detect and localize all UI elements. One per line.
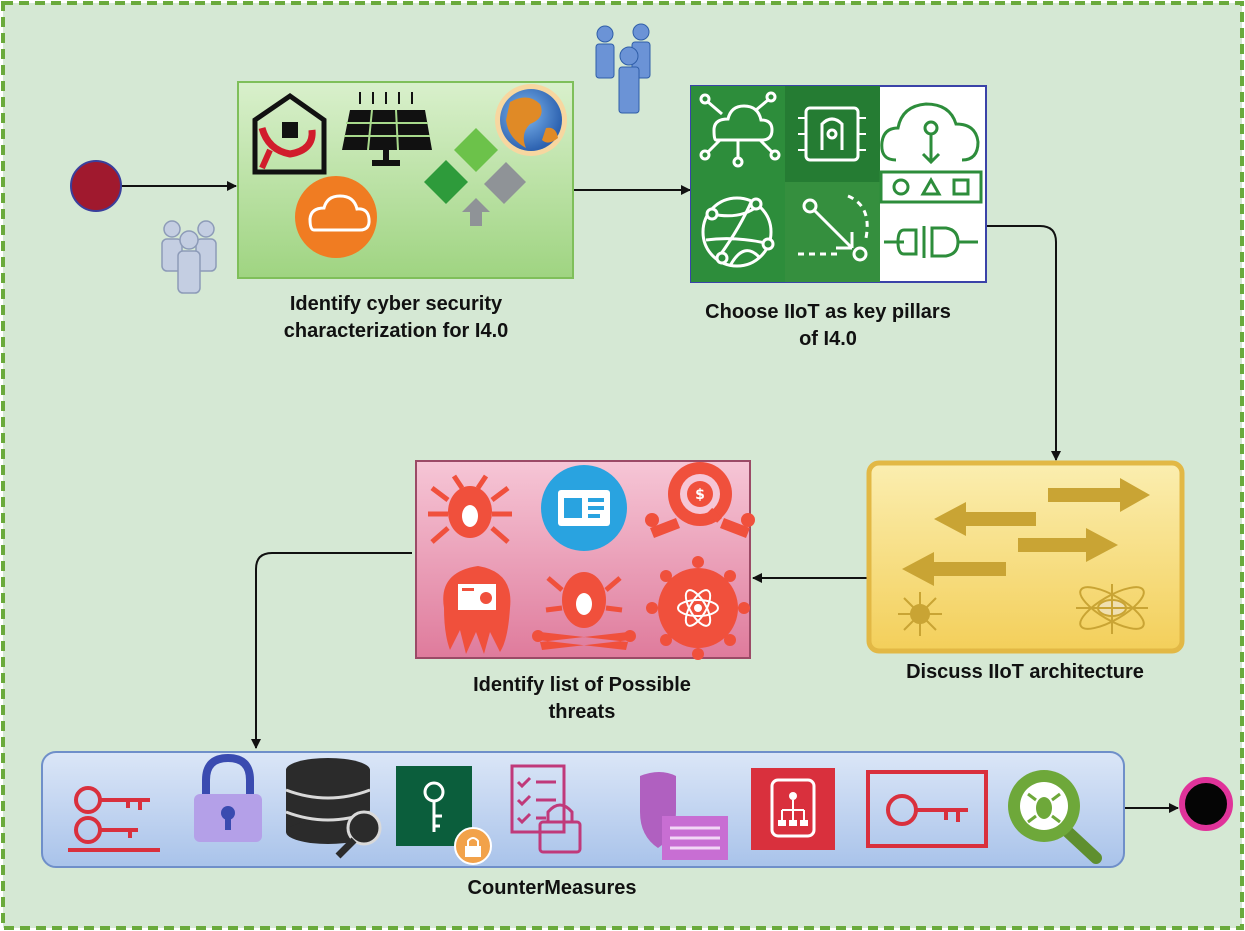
key-vault-icon (396, 766, 492, 865)
cloud-icon (295, 176, 377, 258)
architecture-label-text: Discuss IIoT architecture (906, 661, 1144, 683)
hsm-icon (751, 768, 835, 850)
shield-icon (640, 772, 728, 860)
atom-icon (1076, 584, 1148, 634)
smart-home-icon (252, 92, 327, 175)
plug-icon (884, 226, 978, 258)
sphere-network-icon (701, 196, 775, 268)
id-card-icon (541, 465, 627, 551)
characterize-label-line1: Identify cyber security (289, 293, 503, 315)
countermeasures-label-text: CounterMeasures (467, 877, 637, 899)
characterize-label-line2: characterization for I4.0 (283, 320, 509, 342)
business-users-icon (595, 23, 651, 114)
bug-scan-icon (1008, 770, 1102, 864)
threats-label: Identify list of Possible threats (422, 672, 742, 726)
arrow-left-icon (934, 502, 1036, 536)
arrow-left-icon-2 (902, 552, 1006, 586)
bug-crossbones-icon (532, 572, 636, 650)
pillars-box (690, 85, 987, 283)
gateway-icon (424, 128, 526, 226)
path-icon (798, 194, 869, 262)
globe-icon (495, 84, 567, 156)
threats-box: $ (415, 460, 755, 660)
virus-atom-icon (646, 556, 750, 660)
cloud-download-icon (880, 102, 980, 165)
cloud-network-icon (699, 91, 781, 168)
threats-label-line1: Identify list of Possible (473, 674, 691, 696)
bug-icon (428, 474, 512, 544)
characterize-label: Identify cyber security characterization… (236, 291, 556, 345)
end-node (1179, 777, 1233, 831)
pillars-label: Choose IIoT as key pillars of I4.0 (668, 299, 988, 353)
pillars-label-line2: of I4.0 (799, 328, 857, 350)
users-icon (161, 220, 217, 294)
database-key-icon (285, 758, 382, 859)
connector-lines (120, 181, 1179, 813)
start-node (70, 160, 122, 212)
data-theft-icon: $ (645, 462, 755, 538)
padlock-icon (194, 753, 262, 842)
threats-label-line2: threats (548, 701, 616, 723)
arrow-right-icon-2 (1018, 528, 1118, 562)
keys-icon (68, 786, 160, 852)
pillars-label-line1: Choose IIoT as key pillars (705, 301, 951, 323)
solar-panel-icon (342, 92, 432, 166)
svg-text:$: $ (695, 487, 705, 503)
architecture-box (866, 460, 1185, 654)
access-key-icon (866, 770, 988, 848)
arrow-threats-to-countermeasures (251, 552, 412, 749)
architecture-label: Discuss IIoT architecture (870, 659, 1180, 686)
shapes-icon (879, 170, 983, 204)
checklist-lock-icon (510, 764, 582, 854)
hub-icon (898, 592, 942, 636)
arrow-right-icon (1048, 478, 1150, 512)
characterize-box (237, 81, 574, 279)
arrow-pillars-to-architecture (986, 225, 1061, 461)
countermeasures-bar (41, 751, 1125, 868)
chip-icon (798, 106, 866, 162)
malware-gear-icon (443, 566, 511, 654)
countermeasures-label: CounterMeasures (402, 875, 702, 902)
